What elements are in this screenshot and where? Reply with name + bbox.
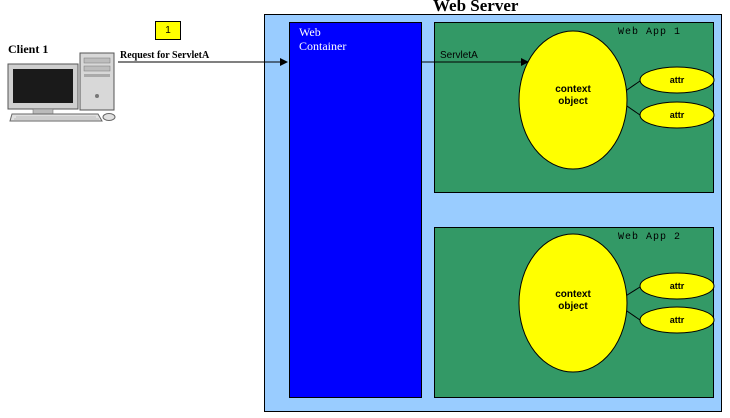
web-container-box xyxy=(289,22,422,398)
web-container-label: Web Container xyxy=(299,25,346,53)
context-object-2-ellipse xyxy=(518,233,628,373)
context-object-2-label: context object xyxy=(523,289,623,313)
attr-1-2-label: attr xyxy=(669,110,685,120)
context-object-1-label: context object xyxy=(523,84,623,108)
context-object-1-line2: object xyxy=(558,96,588,107)
web-app-1-title: Web App 1 xyxy=(618,27,682,38)
web-server-title: Web Server xyxy=(433,0,519,15)
attr-2-1-ellipse xyxy=(639,272,715,300)
attr-2-1-label: attr xyxy=(669,281,685,291)
context-object-1-ellipse xyxy=(518,30,628,170)
attr-2-2-ellipse xyxy=(639,306,715,334)
context-object-2-line2: object xyxy=(558,301,588,312)
web-container-label-line1: Web xyxy=(299,25,321,39)
client-label: Client 1 xyxy=(8,42,49,56)
attr-1-1-ellipse xyxy=(639,66,715,94)
computer-icon xyxy=(7,52,116,122)
step-number-badge: 1 xyxy=(155,21,181,40)
attr-1-2-ellipse xyxy=(639,101,715,129)
context-object-2-line1: context xyxy=(555,289,591,300)
servlet-label: ServletA xyxy=(440,50,478,61)
attr-2-2-label: attr xyxy=(669,315,685,325)
context-object-1-line1: context xyxy=(555,84,591,95)
attr-1-1-label: attr xyxy=(669,75,685,85)
web-container-label-line2: Container xyxy=(299,39,347,53)
request-label: Request for ServletA xyxy=(120,50,210,61)
web-app-2-title: Web App 2 xyxy=(618,232,682,243)
